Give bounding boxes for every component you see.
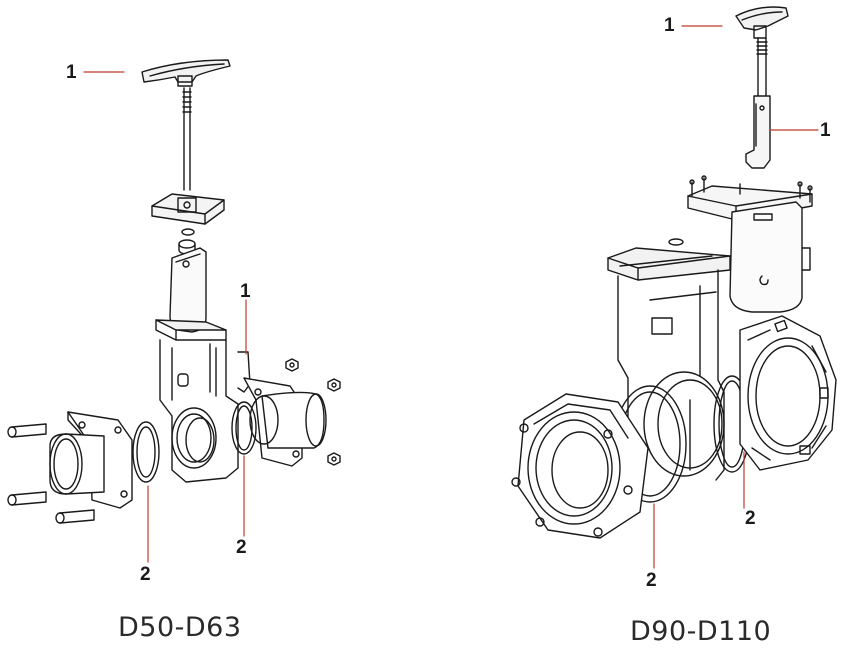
bolt — [55, 509, 95, 524]
right-flange-front — [511, 393, 649, 539]
left-bonnet-plate — [151, 193, 225, 225]
callout-right-handle: 1 — [664, 15, 675, 36]
left-gate-blade — [169, 247, 207, 333]
left-stem — [182, 87, 192, 191]
left-valve-assembly — [7, 59, 341, 524]
callout-left-handle: 1 — [66, 62, 77, 83]
nut — [327, 378, 341, 392]
left-flange-inlet — [49, 411, 133, 509]
callout-right-oring-b: 2 — [745, 508, 756, 529]
right-flange-rear — [739, 315, 837, 471]
right-valve-assembly — [511, 6, 837, 539]
callout-left-oring-a: 2 — [140, 564, 151, 585]
callout-right-oring-a: 2 — [646, 570, 657, 591]
left-nuts — [285, 358, 341, 466]
callout-left-bracket: 1 — [240, 281, 251, 302]
callout-right-stem: 1 — [820, 120, 831, 141]
left-handle — [141, 59, 231, 87]
left-bolts — [7, 423, 95, 524]
caption-left-model: D50-D63 — [118, 612, 242, 643]
bolt — [7, 423, 47, 438]
left-body — [155, 319, 251, 483]
right-handle — [735, 6, 789, 39]
nut — [285, 358, 299, 372]
right-gate-blade — [729, 201, 811, 313]
right-stem — [745, 37, 771, 169]
caption-right-model: D90-D110 — [630, 616, 772, 647]
leader-lines — [83, 25, 819, 569]
right-body — [607, 247, 731, 481]
nut — [327, 452, 341, 466]
bolt — [7, 491, 47, 506]
left-oring-a — [132, 421, 160, 483]
left-flange-outlet — [243, 377, 327, 467]
right-port — [643, 371, 725, 477]
left-oring-b — [231, 401, 257, 455]
callout-left-oring-b: 2 — [236, 537, 247, 558]
